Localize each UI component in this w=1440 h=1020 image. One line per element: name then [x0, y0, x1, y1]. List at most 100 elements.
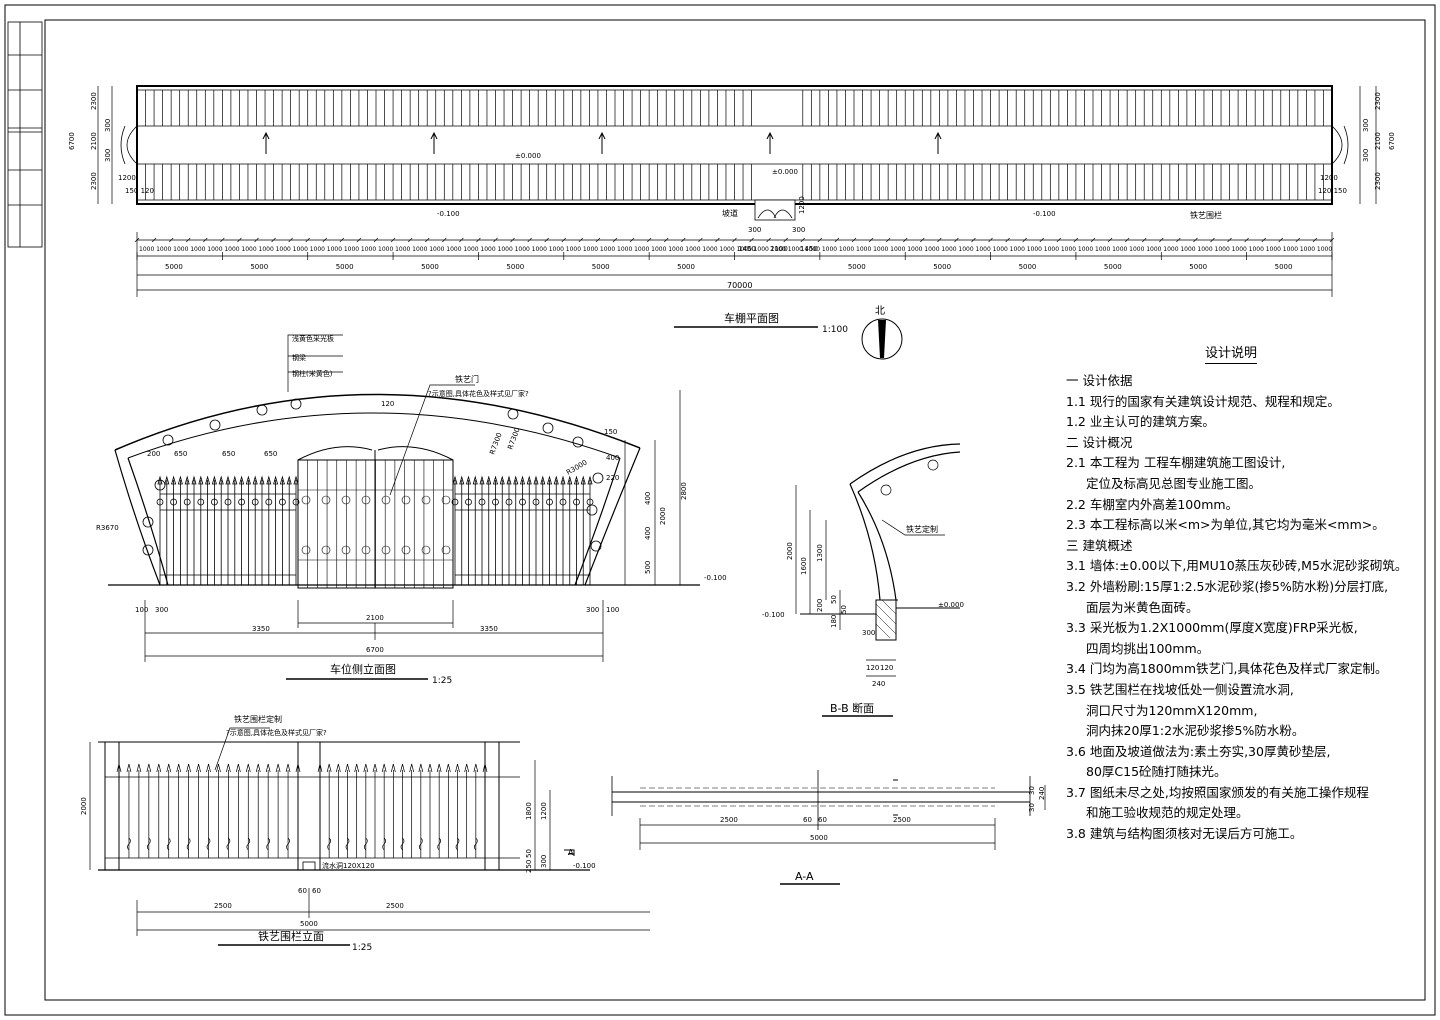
- fence-spear: [473, 763, 479, 773]
- fence-spear: [526, 475, 532, 485]
- module-dim: 1000: [1146, 246, 1161, 253]
- fence-spear: [279, 475, 285, 485]
- dim-tick: [168, 237, 174, 243]
- fence-elevation: [89, 727, 650, 936]
- module-dim: 1000: [566, 246, 581, 253]
- note-line: 3.7 图纸未尽之处,均按照国家颁发的有关施工操作规程: [1066, 784, 1369, 800]
- direction-arrowhead: [262, 131, 270, 140]
- fence-spear: [245, 763, 251, 773]
- gate-ornament: [401, 495, 411, 505]
- fence-spear: [482, 763, 488, 773]
- dim-tick: [902, 237, 908, 243]
- fence-ring: [278, 498, 286, 506]
- fence-spear: [252, 475, 258, 485]
- side-elevation: [108, 334, 700, 662]
- seca-dim: 30: [1028, 786, 1036, 795]
- fence-scroll: [418, 837, 423, 851]
- side-dim: 150: [604, 428, 617, 436]
- secb-dim: 200: [816, 599, 824, 612]
- plan-level-center: ±0.000: [515, 152, 541, 160]
- side-dim: 300: [155, 606, 168, 614]
- dim-tick: [373, 237, 379, 243]
- fence-post-right: [484, 741, 500, 871]
- fence-spear: [226, 763, 231, 773]
- module-dim: 1000: [1078, 246, 1093, 253]
- dim-tick: [1295, 237, 1301, 243]
- dim-tick: [1039, 237, 1045, 243]
- side-dim: 3350: [252, 625, 270, 633]
- note-line: 2.1 本工程为 工程车棚建筑施工图设计,: [1066, 455, 1286, 471]
- dim-tick: [1107, 237, 1113, 243]
- bay-dim: 5000: [1104, 263, 1122, 271]
- roof-hole: [209, 419, 221, 431]
- module-dim: 1000: [1095, 246, 1110, 253]
- direction-arrowhead: [430, 131, 438, 140]
- dim-tick: [578, 237, 584, 243]
- module-dim: 1000: [515, 246, 530, 253]
- dim-tick: [134, 237, 140, 243]
- gate-dim: 1200: [798, 196, 806, 214]
- module-dim: 1000: [1249, 246, 1264, 253]
- module-dim: 1000: [412, 246, 427, 253]
- fence-spear: [196, 763, 201, 773]
- fence-spear: [176, 763, 182, 773]
- module-dim: 1000: [1283, 246, 1298, 253]
- fence-spear: [157, 475, 163, 485]
- plan-gate: [754, 199, 796, 221]
- module-dim: 1000: [310, 246, 325, 253]
- fence-section-mark: A: [568, 848, 574, 857]
- side-dim: 2100: [366, 614, 384, 622]
- fence-spear: [567, 475, 573, 485]
- fence-spear: [540, 475, 546, 485]
- module-dim: 1000: [498, 246, 513, 253]
- note-line: 3.4 门均为高1800mm铁艺门,具体花色及样式厂家定制。: [1066, 661, 1388, 677]
- module-dim: 1000: [685, 246, 700, 253]
- module-dim: 1000: [224, 246, 239, 253]
- roof-hole: [162, 434, 174, 446]
- fence-ring: [251, 498, 259, 506]
- bay-dim: 5000: [1019, 263, 1037, 271]
- side-dim: 100: [135, 606, 148, 614]
- fence-spear: [171, 475, 177, 485]
- plan-title: 车棚平面图: [724, 311, 779, 325]
- module-dim: 1000: [839, 246, 854, 253]
- roof-hole: [507, 408, 519, 420]
- bay-dim: 5000: [1275, 263, 1293, 271]
- module-dim: 1000: [958, 246, 973, 253]
- bay-dim: 5000: [933, 263, 951, 271]
- dim-tick: [817, 237, 823, 243]
- fence-spear: [363, 763, 369, 773]
- side-dim: 6700: [366, 646, 384, 654]
- fence-scroll: [400, 837, 405, 851]
- fence-dim: 60: [298, 887, 307, 895]
- gate-ornament: [301, 545, 311, 555]
- module-dim: 1000: [856, 246, 871, 253]
- module-dim: 1000: [429, 246, 444, 253]
- section-aa: [611, 770, 1046, 850]
- fence-ring: [197, 498, 205, 506]
- bay-dim: 5000: [336, 263, 354, 271]
- roof-hole: [256, 404, 268, 416]
- fence-spear: [427, 763, 433, 773]
- dim-tick: [1244, 237, 1249, 243]
- secb-level: ±0.000: [938, 601, 964, 609]
- fence-scroll: [186, 837, 191, 851]
- plan-total-dim: 70000: [727, 281, 752, 290]
- dim-tick: [920, 237, 925, 243]
- fence-spear: [560, 475, 566, 485]
- dim-tick: [254, 237, 259, 243]
- module-dim: 1000: [822, 246, 837, 253]
- outer-border: [4, 4, 1436, 1016]
- fence-spear: [184, 475, 190, 485]
- north-arrow-icon: 北: [861, 305, 903, 360]
- plan-fence-label: 铁艺围栏: [1190, 210, 1222, 220]
- fence-scroll: [345, 837, 350, 851]
- module-dim: 1000: [1215, 246, 1230, 253]
- fence-dim: 5000: [300, 920, 318, 928]
- inner-border: [44, 19, 1426, 1001]
- fence-spear: [445, 763, 451, 773]
- module-dim: 1000: [737, 246, 752, 253]
- plan-dim-left: 2300: [90, 92, 98, 110]
- fence-spear: [317, 763, 323, 773]
